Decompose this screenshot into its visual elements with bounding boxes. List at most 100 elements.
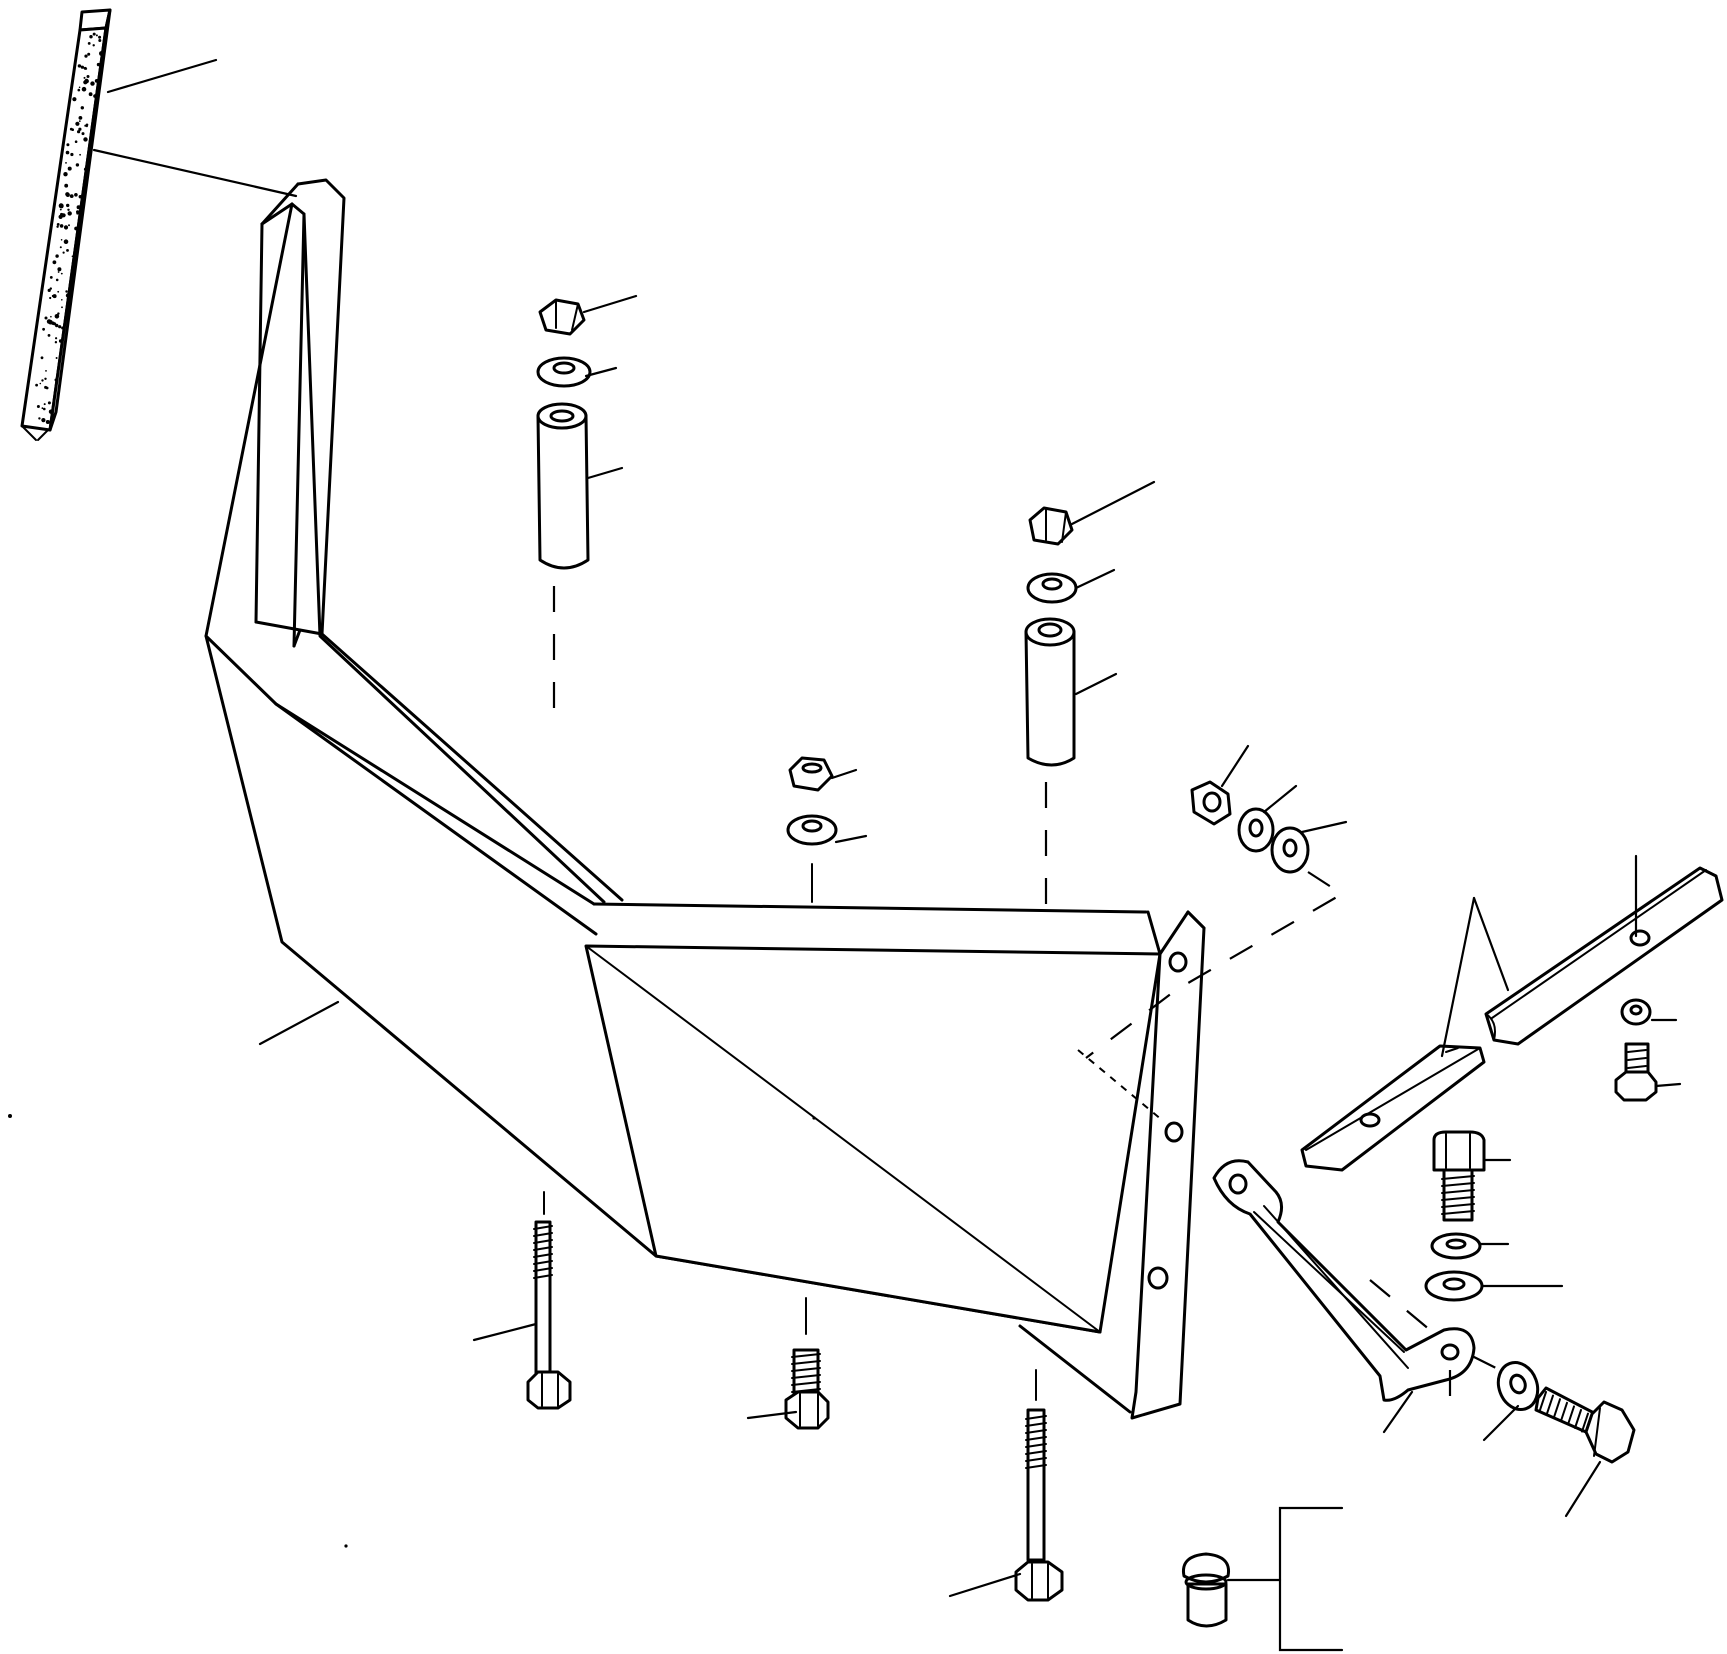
seal-strip-texture <box>47 401 51 405</box>
bolt-thread <box>1441 1203 1475 1208</box>
seal-strip-texture <box>61 299 63 301</box>
plug <box>1181 1552 1231 1628</box>
leader-short-bolt-middle <box>746 1410 798 1420</box>
seal-strip-texture <box>71 255 74 258</box>
seal-strip-texture <box>88 92 93 97</box>
strap-lock-washer <box>1430 1232 1482 1260</box>
seal-strip-texture <box>47 288 51 292</box>
bolt-thread <box>1441 1210 1475 1215</box>
assembly-line-end <box>1471 1355 1501 1371</box>
upper-nut-left <box>538 298 586 336</box>
seal-strip-texture <box>90 81 95 86</box>
bolt-thread <box>1560 1401 1568 1422</box>
seal-strip-texture <box>95 34 98 37</box>
bolt-thread <box>533 1260 553 1265</box>
seal-strip-texture <box>70 152 74 157</box>
seal-strip-texture <box>72 97 77 102</box>
seal-strip-texture <box>74 193 78 197</box>
seal-strip-texture <box>67 211 72 216</box>
bolt-thread <box>791 1367 821 1372</box>
bolt-thread <box>1025 1464 1047 1469</box>
upper-lock-washer-left <box>536 356 592 388</box>
leader-end-bolt <box>1564 1460 1602 1518</box>
seal-strip-texture <box>64 226 68 230</box>
seal-strip-texture <box>52 322 57 326</box>
leader-strip-screw <box>1654 1082 1682 1088</box>
leader-upper-nut-right <box>1070 480 1156 526</box>
seal-strip-texture <box>77 130 81 134</box>
leader-spacer-left <box>586 466 624 480</box>
seal-strip-texture <box>74 140 78 143</box>
seal-strip-texture <box>67 208 70 211</box>
seal-strip-texture <box>87 52 91 56</box>
seal-strip-texture <box>41 407 44 410</box>
seal-strip-texture <box>63 239 69 244</box>
seal-strip-texture <box>45 386 49 390</box>
seal-strip-texture <box>60 272 63 275</box>
seal-strip-texture <box>78 195 83 199</box>
bolt-thread <box>1546 1394 1554 1415</box>
seal-strip-texture <box>75 121 80 126</box>
seal-strip-texture <box>41 379 44 382</box>
leader-flange-flat-washer <box>1300 820 1348 834</box>
seal-strip-texture <box>65 150 70 155</box>
leader-trim-strips-split <box>1472 896 1510 992</box>
seal-strip-texture <box>78 120 81 122</box>
seal-strip-texture <box>65 162 67 164</box>
seal-strip-texture <box>60 239 63 241</box>
leader-lines <box>92 58 1682 1652</box>
seal-strip-texture <box>45 370 47 372</box>
bolt-thread <box>1441 1189 1475 1194</box>
middle-nut <box>788 756 834 792</box>
bolt-thread <box>533 1267 553 1272</box>
seal-strip-texture <box>83 137 88 142</box>
seal-strip-texture <box>71 128 74 131</box>
leader-middle-washer <box>834 834 868 844</box>
seal-strip-texture <box>35 383 38 387</box>
seal-strip-texture <box>49 276 53 279</box>
seal-strip-texture <box>56 223 60 226</box>
seal-strip-texture <box>68 224 70 227</box>
seal-strip-texture <box>58 325 62 329</box>
seal-strip-texture <box>49 287 52 290</box>
seal-strip-texture <box>66 203 70 208</box>
seal-strip-texture <box>66 249 69 252</box>
seal-strip-texture <box>65 293 71 298</box>
bolt-thread <box>1025 1457 1047 1462</box>
assembly-line-flange-hidden <box>1077 1049 1163 1121</box>
scan-speck <box>344 1544 348 1548</box>
leader-long-bolt-left <box>472 1322 538 1342</box>
seal-strip-texture <box>79 153 81 156</box>
seal-strip-texture <box>50 315 52 318</box>
seal-strip-texture <box>81 132 85 136</box>
seal-strip-texture <box>67 166 72 171</box>
seal-strip-texture <box>74 226 78 231</box>
trim-strip-right <box>1484 866 1724 1046</box>
seal-strip-texture <box>59 246 62 249</box>
bolt-thread <box>1025 1422 1047 1427</box>
bolt-thread <box>791 1353 821 1358</box>
bolt-thread <box>1553 1398 1561 1419</box>
bolt-thread <box>1539 1391 1547 1411</box>
seal-strip-texture <box>44 377 47 380</box>
strip-washer <box>1620 998 1652 1026</box>
bolt-thread <box>533 1232 553 1237</box>
seal-strip-texture <box>36 405 40 408</box>
bolt-thread <box>791 1360 821 1365</box>
seal-strip-texture <box>57 290 60 293</box>
bolt-thread <box>1441 1175 1475 1180</box>
seal-strip-texture <box>38 417 41 420</box>
seal-strip-texture <box>89 35 93 39</box>
seal-strip-texture <box>93 94 97 98</box>
seal-strip-texture <box>83 80 88 85</box>
seal-strip-texture <box>86 75 90 78</box>
leader-upper-washer-right <box>1074 568 1116 590</box>
strap-bolt <box>1432 1130 1486 1222</box>
bolt-thread <box>1574 1409 1582 1429</box>
bolt-thread <box>533 1225 553 1230</box>
seal-strip-texture <box>92 44 95 47</box>
seal-strip-texture <box>77 88 81 92</box>
bolt-thread <box>1025 1443 1047 1448</box>
bolt-thread <box>1581 1412 1589 1433</box>
seal-strip-texture <box>43 403 46 406</box>
